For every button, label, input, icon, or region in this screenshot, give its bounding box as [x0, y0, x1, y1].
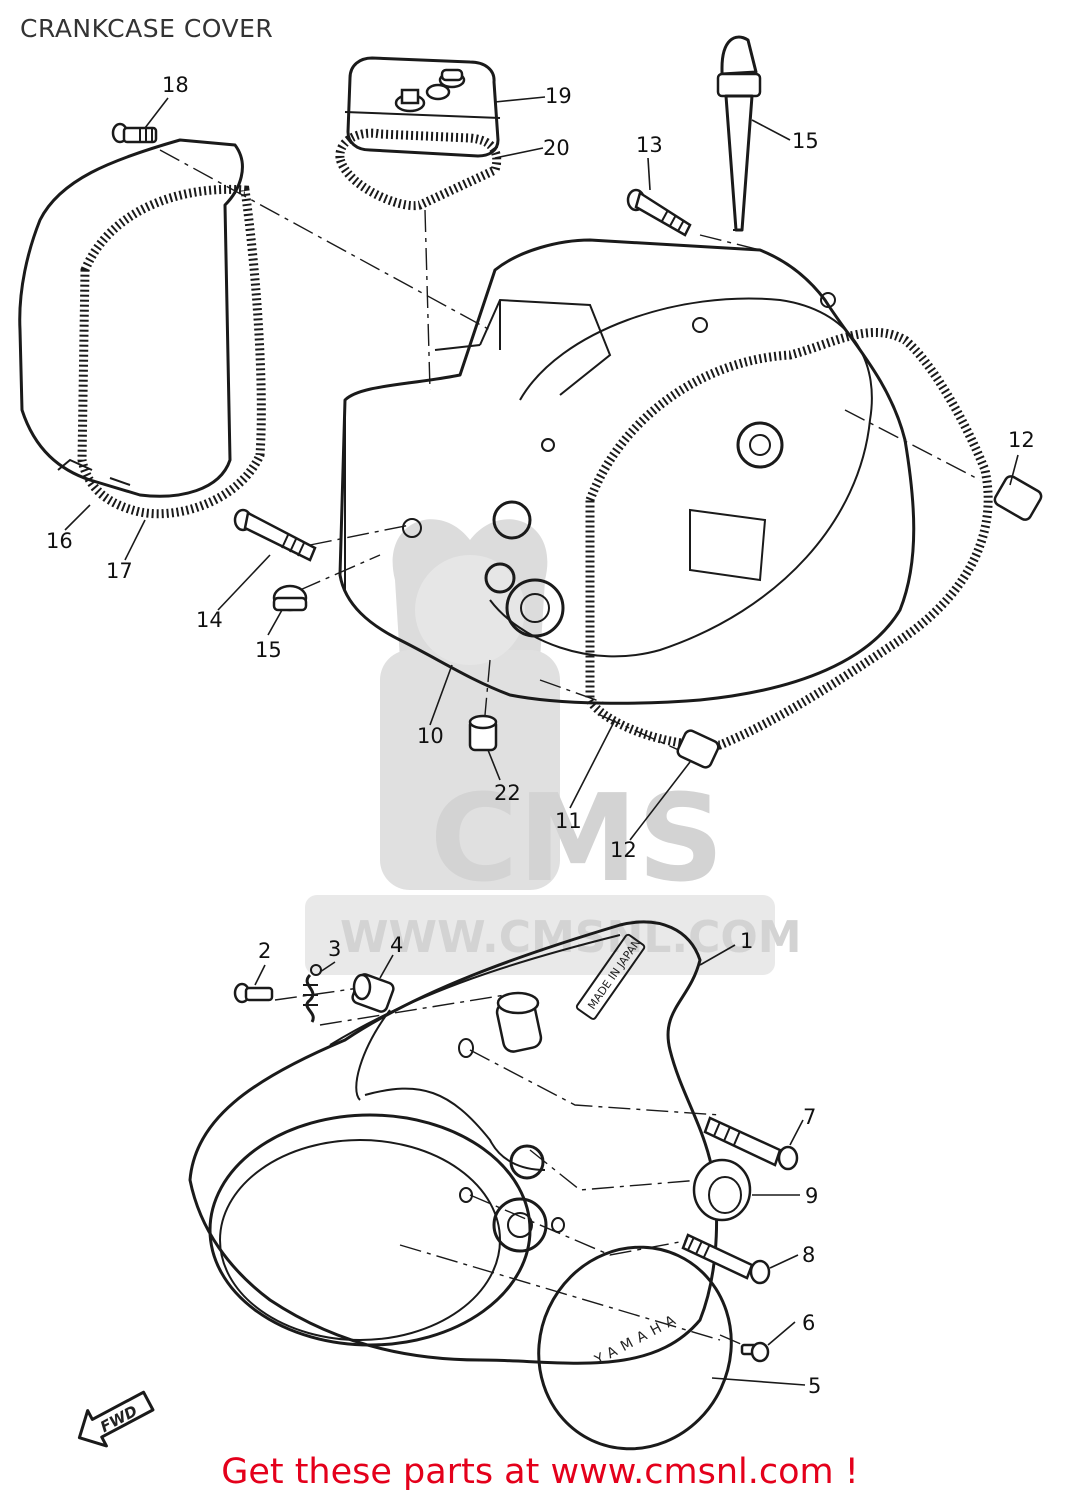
callout-5: 5 — [808, 1374, 821, 1398]
page-title: CRANKCASE COVER — [20, 14, 274, 43]
callout-16: 15 — [792, 129, 819, 153]
callout-15: 15 — [255, 638, 282, 662]
part-17-inner-edge — [57, 458, 131, 486]
callout-10: 10 — [417, 724, 444, 748]
part-21-seal — [335, 128, 502, 211]
footer-link[interactable]: Get these parts at www.cmsnl.com ! — [221, 1452, 859, 1492]
callout-4: 4 — [390, 933, 403, 957]
part-14-bolt — [233, 508, 317, 562]
callout-11: 11 — [555, 809, 582, 833]
watermark-logo-base — [380, 650, 560, 890]
fwd-direction-arrow: FWD — [77, 1390, 155, 1448]
part-11-gasket — [585, 328, 993, 750]
callout-6: 6 — [802, 1311, 815, 1335]
part-7-bolt — [703, 1116, 799, 1171]
part-3-spring — [303, 964, 322, 1023]
part-18-gasket — [77, 184, 266, 519]
part-15-plug — [272, 584, 308, 612]
part-9-plug — [692, 1158, 752, 1222]
part-2-bolt — [233, 982, 274, 1004]
part-12-dowel-lower — [676, 729, 720, 769]
callout-1: 1 — [740, 929, 753, 953]
part-20-cap — [344, 56, 501, 158]
part-13-bolt — [626, 188, 692, 237]
watermark-brand: CMS — [430, 770, 724, 909]
callout-8: 8 — [802, 1243, 815, 1267]
emboss-yamaha: YAMAHA — [591, 1310, 683, 1369]
callout-17: 16 — [46, 529, 73, 553]
callout-18: 17 — [106, 559, 133, 583]
part-19-bolt — [111, 122, 158, 144]
part-10-crankcase — [338, 238, 916, 705]
callout-12-upper: 12 — [1008, 428, 1035, 452]
callout-20: 19 — [545, 84, 572, 108]
callout-22: 22 — [494, 781, 521, 805]
callout-21: 20 — [543, 136, 570, 160]
watermark: CMS WWW.CMSNL.COM — [305, 519, 802, 975]
callout-9: 9 — [805, 1184, 818, 1208]
watermark-logo-head — [415, 555, 525, 665]
part-17-chain-cover — [18, 138, 244, 498]
part-8-bolt — [681, 1233, 771, 1285]
callout-3: 3 — [328, 937, 341, 961]
part-22-dowel — [468, 714, 498, 752]
callout-2: 2 — [258, 939, 271, 963]
watermark-url-bar — [305, 895, 775, 975]
callout-labels: 18 19 20 13 15 12 16 17 14 15 10 22 11 1… — [46, 73, 1035, 1398]
callout-7: 7 — [803, 1105, 816, 1129]
assembly-center-lines — [159, 149, 981, 1349]
callout-12-lower: 12 — [610, 838, 637, 862]
part-16-dipstick — [716, 35, 762, 232]
callout-13: 13 — [636, 133, 663, 157]
callout-14: 14 — [196, 608, 223, 632]
watermark-url: WWW.CMSNL.COM — [340, 912, 802, 963]
part-4-collar — [351, 973, 395, 1013]
leader-lines — [64, 96, 1019, 1386]
part-6-screw — [740, 1341, 770, 1363]
part-12-dowel-upper — [993, 475, 1043, 521]
callout-19: 18 — [162, 73, 189, 97]
